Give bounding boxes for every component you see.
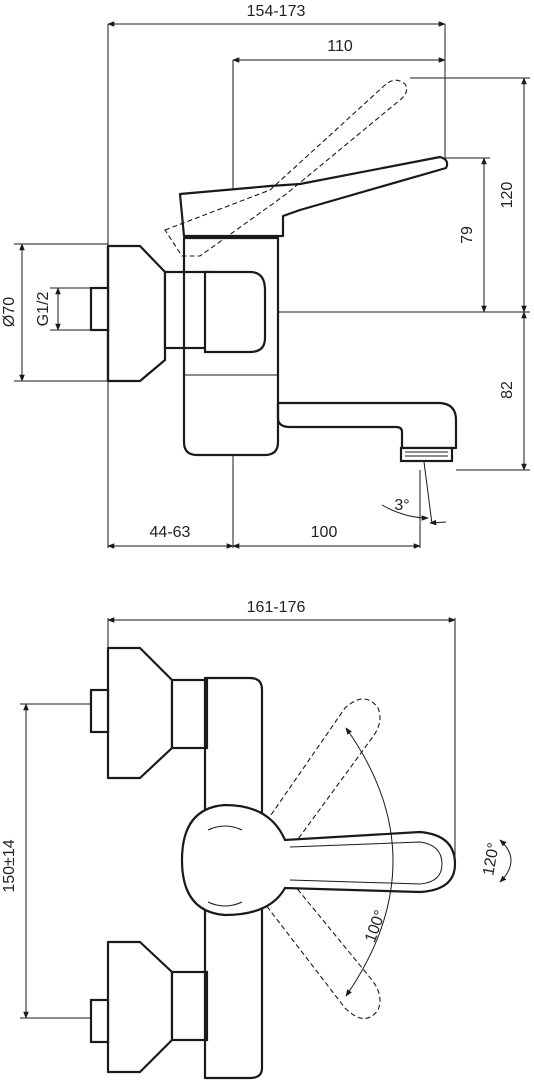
lower-flange: [106, 940, 174, 1074]
dim-lever-height-max: 120: [499, 182, 516, 209]
dim-lever-height: 79: [459, 226, 476, 244]
cartridge-window: [203, 270, 267, 354]
lever: [178, 155, 449, 238]
dim-thread: G1/2: [35, 292, 52, 327]
spout: [276, 401, 458, 450]
handle-swing-lower: [261, 879, 381, 1020]
handle-hub: [180, 803, 457, 917]
upper-connector: [170, 678, 209, 750]
dim-lever-reach: 110: [327, 38, 353, 55]
upper-flange: [106, 646, 174, 780]
lever-raised: [164, 79, 408, 257]
dim-handle-swing: 100°: [362, 908, 389, 945]
dim-spout-projection: 100: [311, 524, 338, 541]
dim-spout-drop: 82: [499, 381, 516, 399]
dim-overall-width: 154-173: [247, 3, 306, 20]
dim-inlet-centres: 150±14: [1, 839, 18, 892]
wall-flange: [106, 244, 167, 383]
top-view: 161-176 150±14 100° 120°: [1, 599, 512, 1080]
dim-inlet-diameter: Ø70: [1, 297, 18, 327]
lower-inlet: [89, 998, 110, 1044]
main-body: [182, 236, 280, 457]
dim-top-overall-width: 161-176: [247, 599, 306, 616]
dim-wall-offset: 44-63: [150, 524, 191, 541]
upper-inlet: [89, 688, 110, 734]
body-connector: [163, 270, 212, 350]
side-view: 154-173 110 120 79 82 Ø70 G1/2 3° 44-63 …: [1, 3, 530, 549]
top-body: [203, 676, 264, 1080]
inlet-nipple: [89, 286, 110, 332]
dim-rotation: 120°: [480, 841, 502, 877]
aerator: [399, 446, 454, 463]
handle-swing-upper: [261, 698, 381, 851]
lower-connector: [170, 970, 209, 1042]
dim-spout-angle: 3°: [394, 497, 409, 514]
